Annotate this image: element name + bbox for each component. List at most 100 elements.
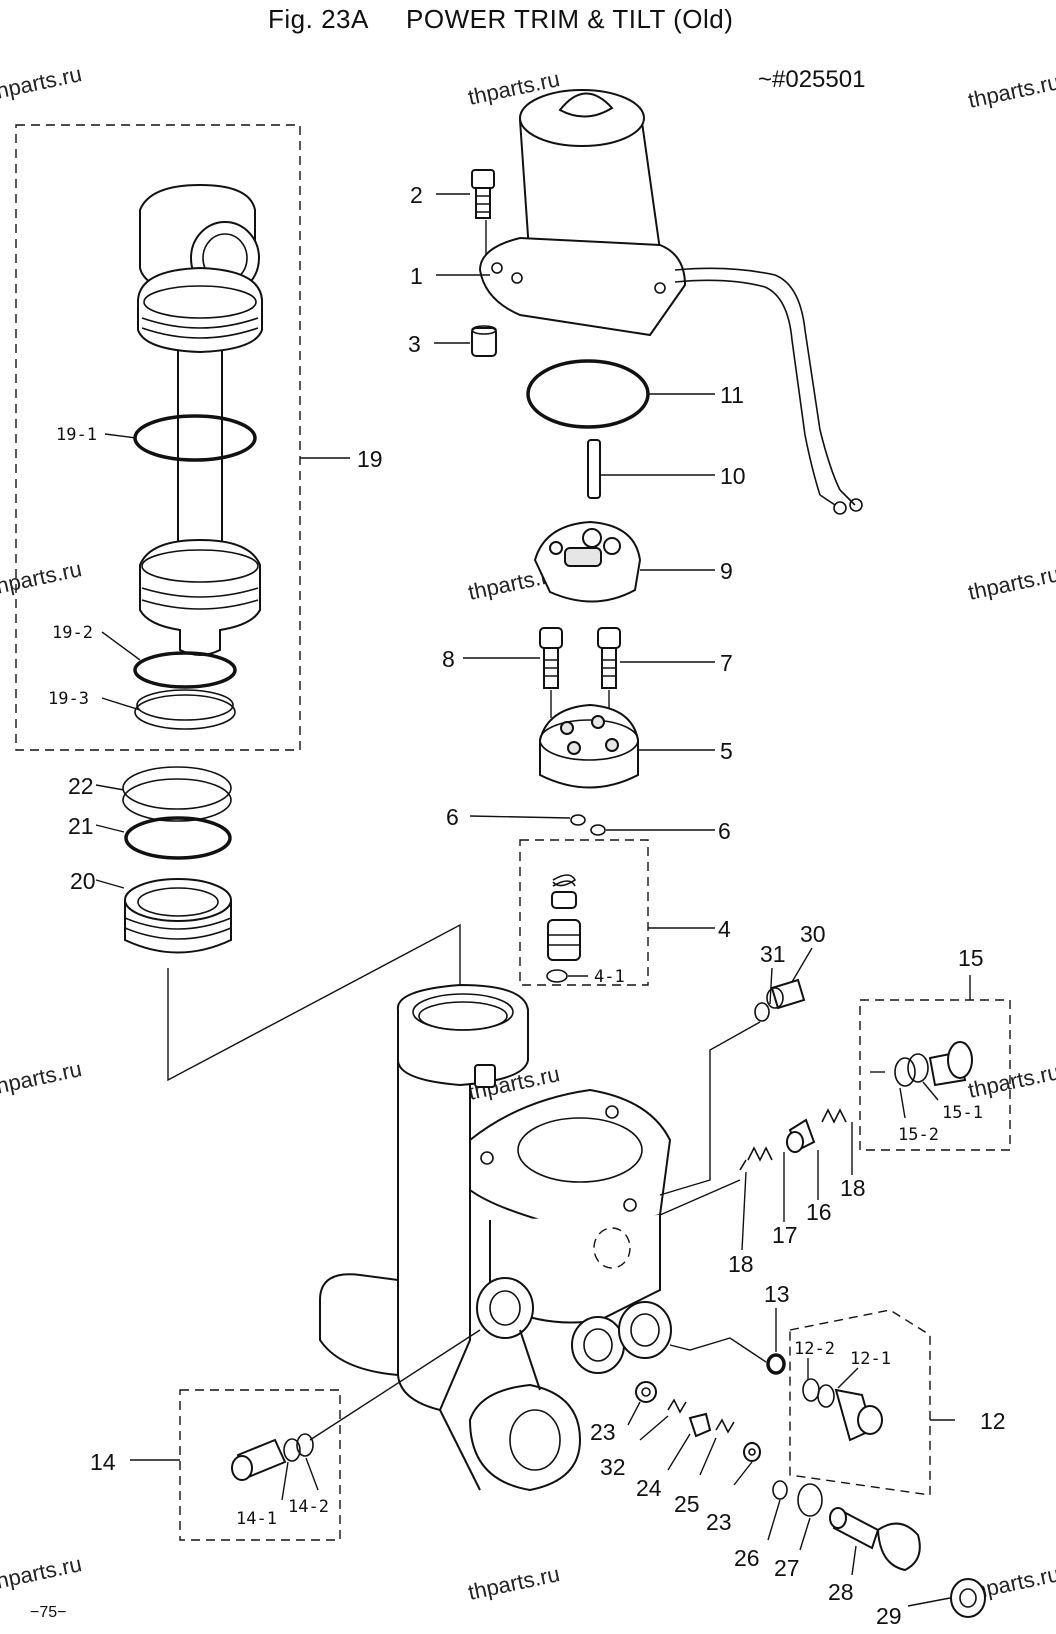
label-part-12: 12 bbox=[980, 1408, 1006, 1434]
bolt-7 bbox=[597, 627, 621, 689]
label-part-24: 24 bbox=[636, 1475, 662, 1501]
label-part-26: 26 bbox=[734, 1545, 760, 1571]
label-part-29: 29 bbox=[876, 1603, 902, 1629]
label-part-15: 15 bbox=[958, 945, 984, 971]
valve-24 bbox=[688, 1412, 712, 1438]
label-part-10: 10 bbox=[720, 463, 746, 489]
spool-16 bbox=[786, 1118, 816, 1153]
valve-12 bbox=[802, 1378, 883, 1442]
ring-22 bbox=[122, 766, 232, 822]
ram-rod bbox=[177, 350, 223, 550]
spring-18a bbox=[821, 1108, 847, 1124]
valve-15 bbox=[894, 1041, 973, 1087]
valve-body-5 bbox=[539, 703, 639, 789]
label-part-23a: 23 bbox=[590, 1419, 616, 1445]
label-part-31: 31 bbox=[760, 941, 786, 967]
o-ring-21 bbox=[124, 816, 232, 860]
label-part-11: 11 bbox=[720, 382, 744, 408]
label-part-15-1: 15-1 bbox=[942, 1103, 983, 1123]
group-14-box bbox=[179, 1389, 341, 1541]
page-number: −75− bbox=[30, 1604, 67, 1621]
shaft-10 bbox=[587, 439, 601, 499]
spring-32 bbox=[667, 1398, 687, 1414]
label-part-23b: 23 bbox=[706, 1509, 732, 1535]
leader-lines bbox=[95, 193, 971, 1607]
label-part-20: 20 bbox=[70, 868, 96, 894]
spring-17 bbox=[747, 1146, 773, 1162]
o-ring-31 bbox=[754, 1002, 770, 1022]
group-15-box bbox=[859, 999, 1011, 1151]
label-part-9: 9 bbox=[720, 558, 733, 584]
ram-piston bbox=[139, 538, 261, 656]
label-part-8: 8 bbox=[442, 646, 455, 672]
bolt-8 bbox=[539, 627, 563, 689]
label-part-19-3: 19-3 bbox=[48, 689, 89, 709]
watermark: thparts.ru bbox=[966, 1059, 1056, 1103]
watermark: thparts.ru bbox=[466, 1561, 562, 1605]
label-part-21: 21 bbox=[68, 813, 94, 839]
label-part-14-1: 14-1 bbox=[236, 1509, 277, 1529]
valve-4 bbox=[546, 874, 581, 983]
label-part-14: 14 bbox=[90, 1449, 116, 1475]
watermark: thparts.ru bbox=[0, 556, 84, 600]
label-part-6b: 6 bbox=[718, 818, 731, 844]
label-part-15-2: 15-2 bbox=[898, 1125, 939, 1145]
screw-2 bbox=[471, 169, 495, 219]
spring-18b bbox=[739, 1159, 747, 1171]
label-part-17: 17 bbox=[772, 1222, 798, 1248]
figure-title: Fig. 23A POWER TRIM & TILT (Old) bbox=[268, 4, 734, 34]
label-part-7: 7 bbox=[720, 650, 733, 676]
ring-19-3 bbox=[134, 694, 236, 730]
label-part-4: 4 bbox=[718, 916, 731, 942]
label-part-28: 28 bbox=[828, 1579, 854, 1605]
leader-17-to-housing bbox=[659, 1179, 741, 1216]
label-part-14-2: 14-2 bbox=[288, 1497, 329, 1517]
bushing-20 bbox=[124, 878, 232, 954]
label-part-30: 30 bbox=[800, 921, 826, 947]
leader-31-to-housing bbox=[659, 1021, 761, 1196]
ring-19-2 bbox=[133, 651, 237, 689]
pin-3 bbox=[471, 325, 497, 357]
serial-range: ~#025501 bbox=[758, 66, 866, 93]
label-part-32: 32 bbox=[600, 1454, 626, 1480]
label-part-12-1: 12-1 bbox=[850, 1349, 891, 1369]
label-part-27: 27 bbox=[774, 1555, 800, 1581]
valve-14 bbox=[231, 1433, 314, 1481]
o-ring-13 bbox=[766, 1353, 786, 1375]
group-12-box bbox=[789, 1309, 931, 1496]
o-ring-27 bbox=[797, 1483, 823, 1517]
label-part-19-1: 19-1 bbox=[56, 425, 97, 445]
label-part-5: 5 bbox=[720, 738, 733, 764]
housing-body bbox=[319, 983, 672, 1492]
ram-cap bbox=[137, 266, 263, 354]
watermark: thparts.ru bbox=[0, 61, 84, 105]
watermark: thparts.ru bbox=[966, 561, 1056, 605]
watermark: thparts.ru bbox=[0, 1056, 84, 1100]
label-part-12-2: 12-2 bbox=[794, 1339, 835, 1359]
leader-13-to-housing bbox=[669, 1337, 767, 1363]
clip-29 bbox=[950, 1578, 986, 1618]
trim-motor bbox=[478, 89, 863, 515]
manual-valve-28 bbox=[829, 1507, 921, 1572]
o-ring-6b bbox=[590, 824, 606, 836]
label-part-4-1: 4-1 bbox=[594, 967, 625, 987]
watermark: thparts.ru bbox=[966, 69, 1056, 113]
spring-25 bbox=[715, 1418, 735, 1434]
o-ring-11 bbox=[526, 359, 650, 429]
label-part-18a: 18 bbox=[840, 1175, 866, 1201]
part-labels: 2 1 3 11 10 9 8 7 5 6 6 4 4-1 19-1 19 19… bbox=[48, 182, 1006, 1629]
label-part-19-2: 19-2 bbox=[52, 623, 93, 643]
label-part-18b: 18 bbox=[728, 1251, 754, 1277]
leader-20-to-housing bbox=[167, 923, 461, 1082]
plug-30 bbox=[766, 978, 806, 1010]
o-ring-19-1 bbox=[133, 414, 257, 462]
label-part-16: 16 bbox=[806, 1199, 832, 1225]
label-part-22: 22 bbox=[68, 773, 94, 799]
label-part-1: 1 bbox=[410, 263, 423, 289]
washer-23b bbox=[743, 1442, 761, 1462]
pump-9 bbox=[533, 520, 642, 603]
o-ring-26 bbox=[772, 1480, 788, 1500]
o-ring-6a bbox=[570, 814, 586, 826]
washer-23a bbox=[635, 1381, 657, 1403]
